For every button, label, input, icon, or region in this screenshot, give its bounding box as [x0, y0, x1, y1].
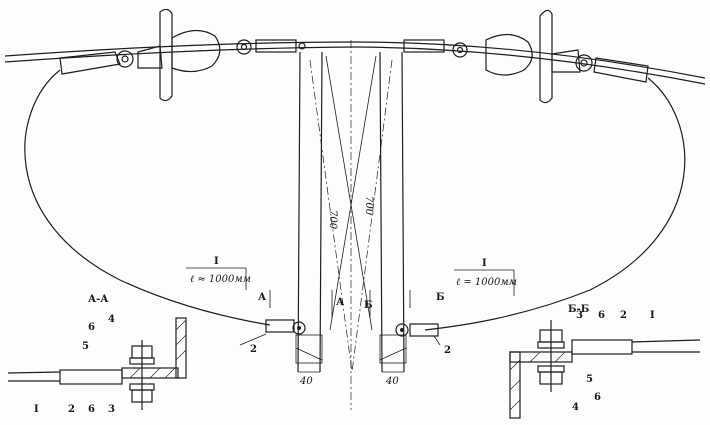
- label-bb-4: 4: [572, 402, 579, 413]
- right-clamp: [395, 323, 439, 337]
- section-bb-detail: [509, 320, 701, 419]
- label-dim-700-right: 700: [363, 196, 374, 216]
- pole: [295, 40, 407, 410]
- left-insulator-string: [59, 8, 306, 102]
- dimension-lines: [186, 267, 515, 373]
- label-aa-6b: 6: [88, 404, 95, 415]
- label-length-right: ℓ = 1000мм: [456, 277, 517, 288]
- label-aa-3: 3: [108, 404, 115, 415]
- label-section-aa: А-А: [88, 294, 109, 305]
- label-bb-2: 2: [620, 310, 627, 321]
- labels: А-А Б-Б 700 700 40 40 А А Б Б I I ℓ ≈ 10…: [34, 196, 655, 415]
- label-mark-b-right: Б: [436, 292, 445, 303]
- label-dim-700-left: 700: [327, 210, 338, 230]
- label-aa-2: 2: [68, 404, 75, 415]
- label-aa-6: 6: [88, 322, 95, 333]
- left-clamp: [265, 319, 306, 335]
- label-aa-5: 5: [82, 341, 89, 352]
- label-mark-b-left: Б: [364, 300, 373, 311]
- label-part2-left: 2: [250, 344, 257, 355]
- right-insulator-string: [403, 9, 649, 104]
- label-bb-3: 3: [576, 310, 583, 321]
- label-dim-40-left: 40: [299, 376, 313, 387]
- label-bb-i: I: [650, 310, 655, 321]
- label-bb-6b: 6: [594, 392, 601, 403]
- jumper-wires: [24, 69, 686, 331]
- label-aa-4: 4: [108, 314, 115, 325]
- label-section-bb: Б-Б: [568, 304, 589, 315]
- label-mark-a-right: А: [336, 297, 345, 308]
- overhead-conductor: [4, 41, 706, 85]
- section-aa-detail: [7, 317, 187, 410]
- label-aa-i: I: [34, 404, 39, 415]
- label-part2-right: 2: [444, 345, 451, 356]
- label-bb-6: 6: [598, 310, 605, 321]
- label-length-left: ℓ ≈ 1000мм: [190, 274, 251, 285]
- label-bb-5: 5: [586, 374, 593, 385]
- label-dim-40-right: 40: [385, 376, 399, 387]
- label-roman-left: I: [214, 256, 219, 267]
- label-mark-a-left: А: [258, 292, 267, 303]
- label-roman-right: I: [482, 258, 487, 269]
